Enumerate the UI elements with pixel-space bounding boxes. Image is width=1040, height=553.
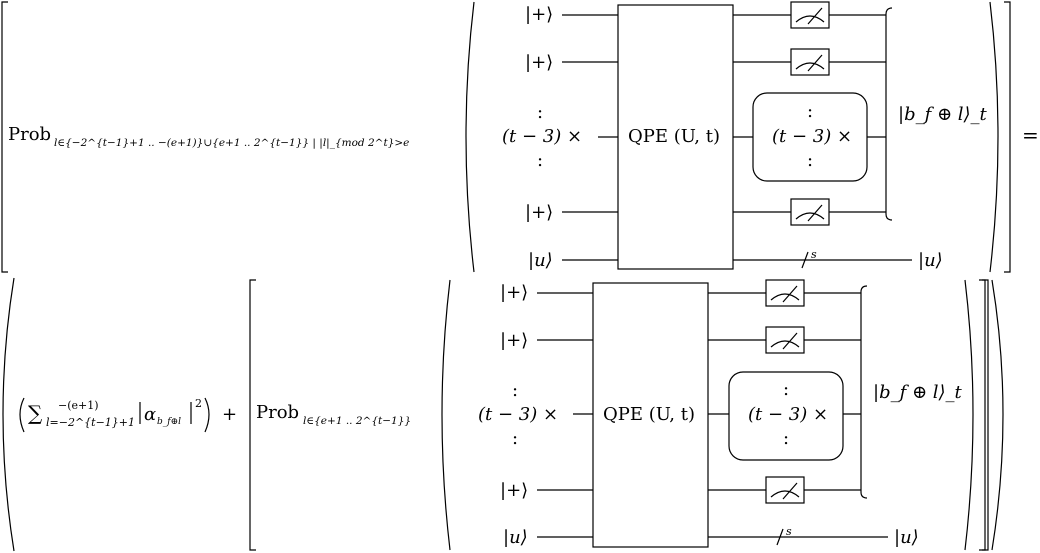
- output-state-bottom: |b_f ⊕ l⟩_t: [873, 382, 963, 403]
- prob-subscript-top: l∈{−2^{t−1}+1 .. −(e+1)}∪{e+1 .. 2^{t−1}…: [54, 137, 409, 150]
- output-brace-bottom: [860, 285, 868, 499]
- circuit-top: |+⟩ |+⟩ : (t − 3) × : |+⟩ |u⟩ QPE (U, t): [502, 1, 988, 271]
- inner-measure-group-top: [752, 92, 868, 182]
- measure-icon: [790, 48, 830, 76]
- vdots-top: :: [537, 102, 543, 123]
- right-paren-circuit-bottom: [964, 279, 974, 551]
- prob-label-bottom: Prob: [256, 402, 299, 423]
- inner-repeat-bottom: (t − 3) ×: [748, 404, 828, 425]
- inner-repeat-top: (t − 3) ×: [772, 126, 852, 147]
- vdots-top: :: [512, 380, 518, 401]
- prob-subscript-bottom: l∈{e+1 .. 2^{t−1}}: [303, 415, 411, 427]
- right-square-bracket-bottom-2: [982, 279, 989, 551]
- left-paren-circuit-top: [465, 1, 475, 273]
- left-paren-circuit-bottom: [441, 279, 451, 551]
- slash-label-bottom: s: [786, 525, 792, 538]
- equals-sign: =: [1022, 123, 1039, 147]
- sum-symbol: ∑: [28, 401, 43, 425]
- alpha-subscript: b_f⊕l: [157, 417, 181, 427]
- vdots-bottom: :: [537, 150, 543, 171]
- plus-state-3: |+⟩: [525, 202, 553, 223]
- vdots-bottom: :: [512, 428, 518, 449]
- right-square-bracket-top: [1004, 1, 1011, 273]
- left-paren-outer-bottom: [2, 277, 15, 552]
- sum-lower: l=−2^{t−1}+1: [46, 416, 135, 429]
- circuit-bottom: |+⟩ |+⟩ : (t − 3) × : |+⟩ |u⟩ QPE (U, t): [478, 279, 963, 548]
- inner-measure-group-bottom: [728, 371, 844, 461]
- repeat-label: (t − 3) ×: [502, 126, 582, 147]
- measure-icon: [790, 198, 830, 226]
- repeat-label: (t − 3) ×: [478, 404, 558, 425]
- plus-state-2: |+⟩: [525, 52, 553, 73]
- plus-state-1: |+⟩: [500, 282, 528, 303]
- sum-expression: ∑ −(e+1) l=−2^{t−1}+1 α b_f⊕l 2: [19, 397, 210, 433]
- u-state: |u⟩: [528, 250, 553, 271]
- inner-vdots-top: :: [783, 379, 789, 400]
- right-square-bracket-bottom: [979, 279, 986, 551]
- power-two: 2: [195, 397, 202, 410]
- plus-state-3: |+⟩: [500, 480, 528, 501]
- measure-icon: [765, 476, 805, 504]
- slash-label-top: s: [811, 248, 817, 261]
- inner-vdots-top: :: [807, 101, 813, 122]
- inner-vdots-bottom: :: [807, 150, 813, 171]
- plus-sign: +: [222, 404, 237, 425]
- prob-label-top: Prob: [8, 124, 51, 145]
- plus-state-1: |+⟩: [525, 4, 553, 25]
- u-out-top: |u⟩: [918, 250, 943, 271]
- qpe-label-top: QPE (U, t): [628, 126, 720, 147]
- measure-icon: [790, 1, 830, 29]
- u-out-bottom: |u⟩: [894, 527, 919, 548]
- measure-icon: [765, 326, 805, 354]
- plus-state-2: |+⟩: [500, 330, 528, 351]
- left-square-bracket-bottom: [249, 279, 256, 551]
- output-brace-top: [885, 7, 893, 221]
- left-square-bracket-top: [1, 1, 8, 273]
- output-state-top: |b_f ⊕ l⟩_t: [898, 104, 988, 125]
- alpha-symbol: α: [144, 404, 156, 425]
- u-state: |u⟩: [503, 527, 528, 548]
- measure-icon: [765, 279, 805, 307]
- right-paren-circuit-top: [989, 1, 999, 273]
- right-paren-outer-bottom: [991, 279, 1004, 551]
- sum-upper: −(e+1): [58, 399, 99, 412]
- qpe-label-bottom: QPE (U, t): [603, 404, 695, 425]
- inner-vdots-bottom: :: [783, 428, 789, 449]
- qpe-box-bottom: [592, 282, 709, 548]
